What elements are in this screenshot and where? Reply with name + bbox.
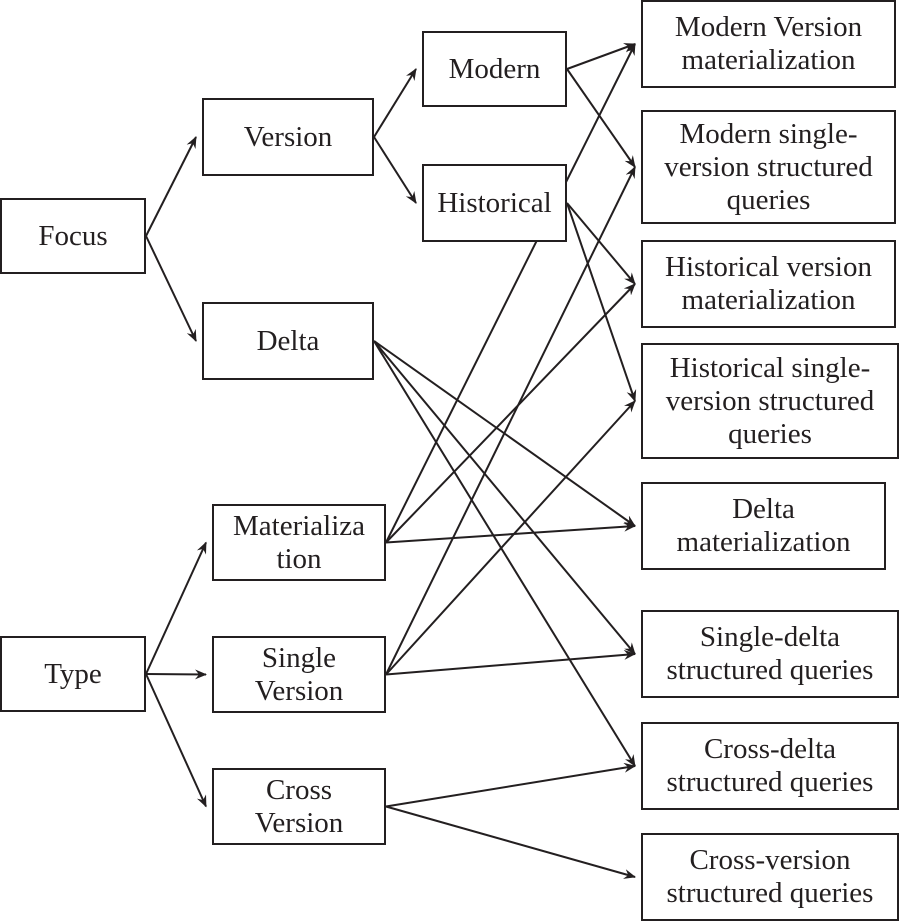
edge-type-to-single-version [145, 669, 207, 680]
node-single-delta-queries: Single-delta structured queries [641, 610, 899, 698]
node-historical-single-version-queries: Historical single- version structured qu… [641, 343, 899, 459]
node-modern-label: Modern [448, 52, 541, 85]
node-historical: Historical [422, 164, 567, 242]
node-modern-single-version-queries-label: Modern single- version structured querie… [664, 117, 873, 216]
node-historical-version-materialization-label: Historical version materialization [665, 251, 872, 316]
edge-historical-to-out-hist-sv [566, 202, 637, 402]
node-cross-version-queries-label: Cross-version structured queries [666, 844, 874, 909]
edge-type-to-cross-version [145, 673, 207, 808]
node-cross-version: Cross Version [212, 768, 386, 845]
node-cross-version-queries: Cross-version structured queries [641, 833, 899, 921]
node-delta-label: Delta [256, 324, 320, 357]
node-type: Type [0, 636, 146, 712]
node-materialization: Materializa tion [212, 504, 386, 581]
node-focus-label: Focus [38, 219, 108, 252]
edge-version-to-historical [373, 136, 417, 204]
node-modern-version-materialization: Modern Version materialization [641, 0, 896, 88]
node-modern-version-materialization-label: Modern Version materialization [674, 11, 863, 76]
node-version-label: Version [243, 120, 333, 153]
edge-modern-to-out-modern-mat [566, 43, 636, 70]
edge-single-version-to-out-hist-sv [385, 400, 636, 676]
node-single-version-label: Single Version [254, 641, 344, 707]
node-single-delta-queries-label: Single-delta structured queries [666, 621, 874, 686]
node-modern-single-version-queries: Modern single- version structured querie… [641, 110, 896, 224]
node-delta: Delta [202, 302, 374, 380]
node-modern: Modern [422, 31, 567, 107]
node-version: Version [202, 98, 374, 176]
node-cross-delta-queries: Cross-delta structured queries [641, 722, 899, 810]
edge-materialization-to-out-modern-mat [385, 43, 636, 543]
edge-single-version-to-out-modern-sv [385, 166, 636, 675]
node-historical-single-version-queries-label: Historical single- version structured qu… [665, 351, 875, 450]
node-historical-version-materialization: Historical version materialization [641, 240, 896, 328]
edge-materialization-to-out-delta-mat [385, 521, 636, 544]
node-cross-version-label: Cross Version [254, 773, 344, 839]
node-materialization-label: Materializa tion [232, 509, 366, 575]
node-delta-materialization-label: Delta materialization [676, 493, 851, 558]
edge-focus-to-delta [145, 235, 197, 342]
node-focus: Focus [0, 198, 146, 274]
edge-single-version-to-out-single-delta [385, 649, 636, 676]
node-delta-materialization: Delta materialization [641, 482, 886, 570]
edge-delta-to-out-cross-delta [373, 340, 636, 767]
edge-materialization-to-out-hist-mat [385, 283, 636, 544]
edge-focus-to-version [145, 136, 197, 237]
edge-type-to-materialization [145, 541, 207, 675]
edge-version-to-modern [373, 68, 417, 138]
node-cross-delta-queries-label: Cross-delta structured queries [666, 733, 874, 798]
node-single-version: Single Version [212, 636, 386, 713]
edge-modern-to-out-modern-sv [566, 68, 636, 168]
node-type-label: Type [44, 657, 102, 690]
edge-delta-to-out-single-delta [373, 340, 636, 655]
edge-cross-version-to-out-cross-delta [385, 762, 636, 808]
edge-historical-to-out-hist-mat [566, 202, 636, 285]
node-historical-label: Historical [437, 186, 552, 219]
edge-cross-version-to-out-cross-version [385, 805, 636, 879]
